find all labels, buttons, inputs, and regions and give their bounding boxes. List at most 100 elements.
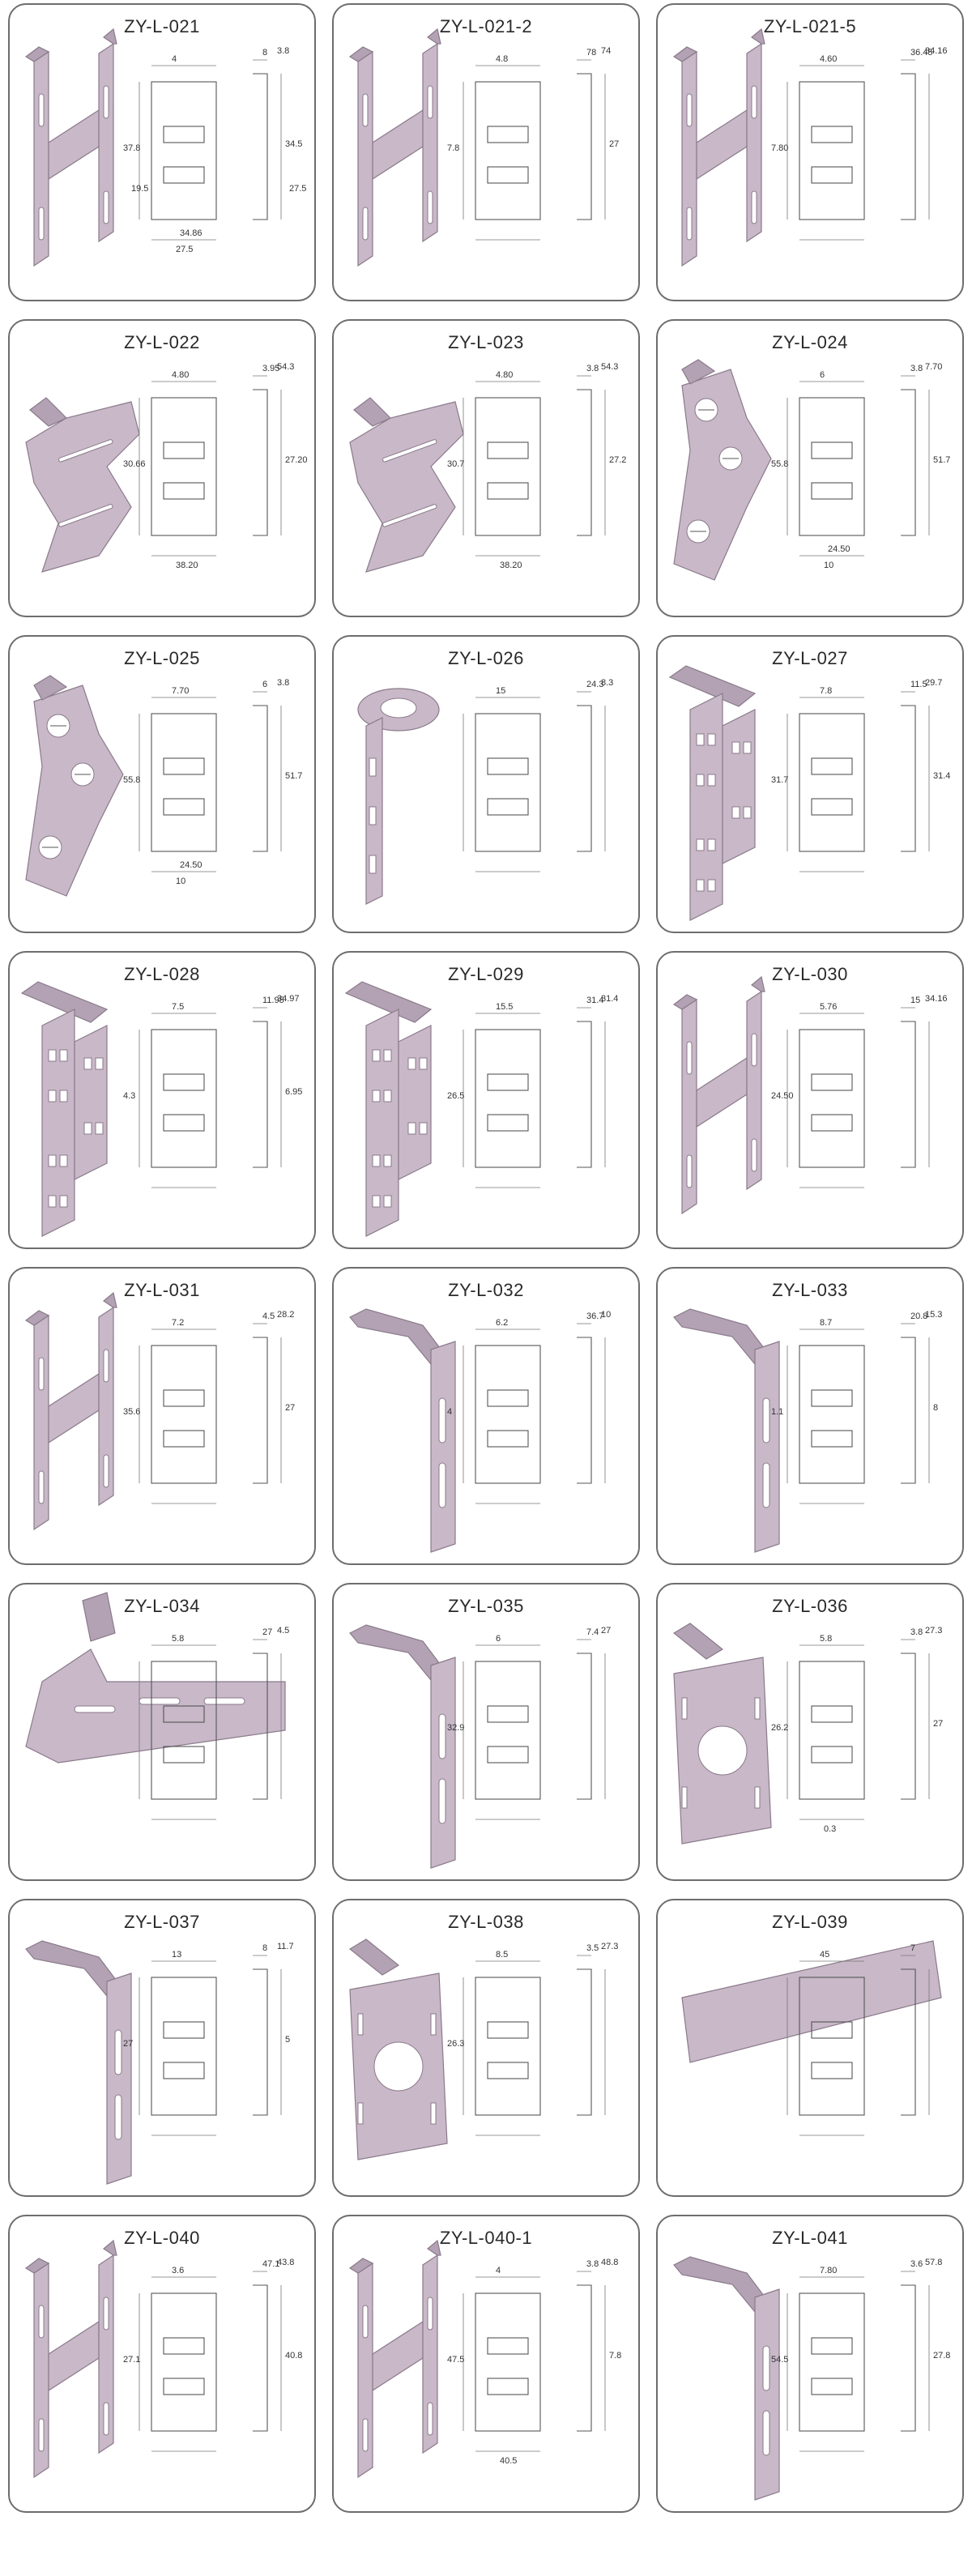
part-pictorial	[348, 1938, 448, 2160]
dimension-label: 6	[262, 680, 267, 689]
part-pictorial	[25, 1940, 132, 2185]
dimension-label: 15	[496, 686, 505, 696]
dimension-label: 15.5	[496, 1002, 513, 1012]
dimension-label: 27	[601, 1626, 611, 1636]
dimension-label: 13	[172, 1950, 181, 1960]
dimension-label: 26.2	[771, 1723, 788, 1733]
dimension-label: 8	[933, 1403, 938, 1413]
dimension-label: 27	[123, 2039, 133, 2049]
part-code: ZY-L-022	[124, 332, 200, 352]
dimension-label: 8	[262, 48, 267, 58]
part-code: ZY-L-040	[124, 2228, 200, 2248]
part-pictorial	[25, 1592, 286, 1764]
dimension-label: 6	[820, 370, 825, 380]
part-illustration: 457	[681, 1940, 942, 2136]
dimension-label: 7.5	[172, 1002, 184, 1012]
dimension-label: 55.8	[771, 459, 788, 469]
technical-drawing: 457	[787, 1943, 930, 2136]
dimension-label: 11.7	[277, 1942, 294, 1951]
dimension-label: 51.7	[285, 771, 302, 781]
dimension-label: 24.50	[771, 1091, 794, 1101]
part-code: ZY-L-021-2	[439, 16, 533, 36]
dimension-label: 7.4	[586, 1627, 599, 1637]
part-code: ZY-L-034	[124, 1596, 200, 1616]
part-pictorial	[672, 28, 765, 267]
part-code: ZY-L-029	[448, 964, 524, 984]
dimension-label: 78	[586, 48, 596, 58]
dimension-label: 4	[496, 2266, 501, 2275]
dimension-label: 57.8	[925, 2258, 942, 2267]
part-code: ZY-L-039	[772, 1912, 848, 1932]
part-pictorial	[25, 675, 124, 897]
dimension-label: 1.1	[771, 1407, 783, 1417]
part-pictorial	[24, 28, 117, 267]
dimension-label: 20.8	[910, 1311, 927, 1321]
part-pictorial	[349, 1308, 456, 1553]
part-pictorial	[348, 2239, 441, 2479]
dimension-label: 4	[447, 1407, 452, 1417]
dimension-label: 3.8	[586, 2259, 599, 2269]
dimension-label: 27.5	[176, 245, 193, 254]
dimension-label: 4.80	[496, 370, 513, 380]
dimension-label: 51.7	[933, 455, 950, 465]
part-code: ZY-L-037	[124, 1912, 200, 1932]
part-code: ZY-L-028	[124, 964, 200, 984]
dimension-label: 8.5	[496, 1950, 508, 1960]
dimension-label: 4.5	[277, 1626, 289, 1636]
dimension-label: 27.20	[285, 455, 308, 465]
part-code: ZY-L-040-1	[439, 2228, 533, 2248]
part-pictorial	[344, 981, 433, 1237]
part-code: ZY-L-027	[772, 648, 848, 668]
part-code: ZY-L-026	[448, 648, 524, 668]
dimension-label: 6.95	[285, 1087, 302, 1097]
dimension-label: 7.80	[820, 2266, 837, 2275]
dimension-label: 7.8	[820, 686, 832, 696]
dimension-label: 30.66	[123, 459, 146, 469]
dimension-label: 5.76	[820, 1002, 837, 1012]
dimension-label: 24.3	[586, 680, 603, 689]
part-pictorial	[673, 2256, 780, 2501]
dimension-label: 3.6	[172, 2266, 184, 2275]
